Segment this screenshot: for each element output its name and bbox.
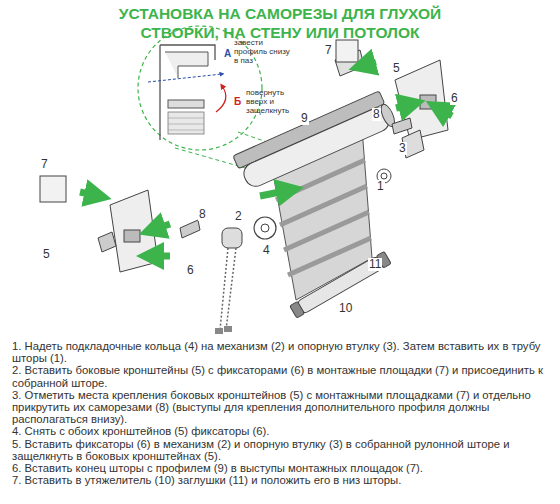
callout-number: 4 — [262, 244, 271, 257]
direction-arrows — [80, 62, 452, 256]
callout-note: завести профиль снизу в паз — [234, 38, 292, 65]
callout-number: 9 — [300, 112, 309, 125]
callout-number: 7 — [40, 158, 49, 171]
instruction-step: 7. Вставить в утяжелитель (10) заглушки … — [12, 474, 550, 486]
callout-number: 5 — [392, 62, 401, 75]
instruction-step: 4. Снять с обоих кронштейнов (5) фиксато… — [12, 425, 550, 437]
callout-note: повернуть вверх и защелкнуть — [246, 88, 302, 115]
callout-number: 10 — [338, 302, 353, 315]
callout-number: 7 — [324, 44, 333, 57]
callout-number: 6 — [186, 264, 195, 277]
callout-letter: А — [224, 48, 231, 59]
callout-number: 8 — [198, 208, 207, 221]
callout-number: 6 — [450, 92, 459, 105]
instruction-step: 5. Вставить фиксаторы (6) в механизм (2)… — [12, 438, 550, 462]
callout-number: 3 — [398, 142, 407, 155]
callout-number: 11 — [368, 258, 382, 271]
callout-number: 1 — [376, 180, 385, 193]
instruction-step: 3. Отметить места крепления боковых крон… — [12, 389, 550, 426]
callout-number: 8 — [372, 108, 381, 121]
instruction-list: 1. Надеть подкладочные кольца (4) на мех… — [0, 340, 560, 486]
callout-letter: Б — [234, 96, 241, 107]
instruction-step: 1. Надеть подкладочные кольца (4) на мех… — [12, 340, 550, 364]
right-bracket — [335, 40, 448, 183]
instruction-step: 6. Вставить конец шторы с профилем (9) в… — [12, 462, 550, 474]
title-text: УСТАНОВКА НА САМОРЕЗЫ ДЛЯ ГЛУХОЙ СТВОРКИ… — [90, 4, 470, 42]
callout-number: 2 — [234, 210, 243, 223]
bottom-bar — [290, 251, 391, 318]
instruction-step: 2. Вставить боковые кронштейны (5) с фик… — [12, 364, 550, 388]
left-bracket — [40, 176, 276, 334]
callout-number: 5 — [42, 248, 51, 261]
